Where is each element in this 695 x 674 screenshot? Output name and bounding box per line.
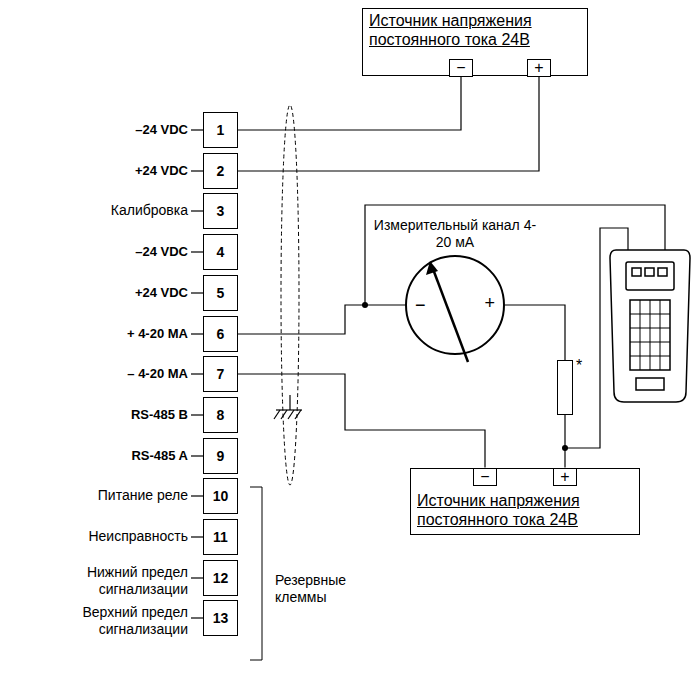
key-grid xyxy=(630,328,670,329)
terminal-box: 12 xyxy=(203,560,238,596)
terminal-box: 9 xyxy=(203,438,238,474)
hart-communicator xyxy=(610,250,690,402)
power-supply: Источник напряжения постоянного тока 24В… xyxy=(362,8,588,76)
label-tick xyxy=(191,251,203,252)
pin-label: RS-485 B xyxy=(131,406,188,423)
label-tick xyxy=(191,495,203,496)
node-text: 12 xyxy=(213,570,229,586)
node-text: 7 xyxy=(217,366,225,382)
wire xyxy=(238,374,485,468)
node-text: 4 xyxy=(217,244,225,260)
pin-label: Верхний предел сигнализации xyxy=(16,604,188,638)
node-text: Источник напряжения постоянного тока 24В xyxy=(363,9,587,49)
key-grid xyxy=(630,314,670,315)
pin-label: RS-485 A xyxy=(131,447,188,464)
terminal-minus: − xyxy=(473,468,497,486)
node-text: − xyxy=(450,60,472,75)
key-grid xyxy=(630,342,670,343)
resistor-symbol: * xyxy=(557,360,573,415)
label-tick xyxy=(191,170,203,171)
needle-head xyxy=(426,261,438,275)
pin-label: +24 VDC xyxy=(135,162,188,179)
node-text: + xyxy=(528,60,550,75)
pin-label: Калибровка xyxy=(111,202,188,219)
bracket xyxy=(250,487,262,660)
terminal-box: 5 xyxy=(203,275,238,311)
terminal-box: 10 xyxy=(203,478,238,514)
key-grid xyxy=(660,300,661,370)
node-text: * xyxy=(576,357,582,375)
node-text: 5 xyxy=(217,285,225,301)
node-text: 11 xyxy=(213,529,228,545)
pin-label: –24 VDC xyxy=(135,243,188,260)
label-tick xyxy=(191,617,203,618)
wire xyxy=(505,305,565,360)
sign-text: + xyxy=(484,293,495,314)
terminal-box: 8 xyxy=(203,397,238,433)
label-tick xyxy=(191,455,203,456)
node-text: − xyxy=(474,469,496,484)
terminal-box: 1 xyxy=(203,112,238,148)
pin-label: Нижний предел сигнализации xyxy=(16,564,188,598)
pin-label: Неисправность xyxy=(88,528,188,545)
pin-label: +24 VDC xyxy=(135,284,188,301)
node-text: Измерительный канал 4-20 мА xyxy=(370,217,540,251)
terminal-box: 11 xyxy=(203,519,238,555)
node-text: 13 xyxy=(213,610,229,626)
node-text: 10 xyxy=(213,488,229,504)
terminal-plus: + xyxy=(553,468,577,486)
label-tick xyxy=(191,577,203,578)
node-text: 6 xyxy=(217,326,225,342)
node-text: + xyxy=(554,469,576,484)
key-grid xyxy=(630,356,670,357)
terminal-box: 4 xyxy=(203,234,238,270)
wire xyxy=(238,77,539,172)
terminal-box: 2 xyxy=(203,153,238,189)
wire xyxy=(238,305,405,334)
group-label: Резервные клеммы xyxy=(275,572,385,606)
key-grid xyxy=(640,300,641,370)
terminal-box: 7 xyxy=(203,356,238,392)
terminal-plus: + xyxy=(527,59,551,77)
power-supply: Источник напряжения постоянного тока 24В… xyxy=(410,468,640,535)
label-tick xyxy=(191,129,203,130)
label-tick xyxy=(191,333,203,334)
key-grid xyxy=(650,300,651,370)
sign-text: − xyxy=(415,295,426,316)
wire xyxy=(564,415,565,468)
label-tick xyxy=(191,373,203,374)
cable-shield xyxy=(281,105,299,485)
label-ticks xyxy=(191,130,203,618)
label-tick xyxy=(191,536,203,537)
terminal-box: 6 xyxy=(203,316,238,352)
node-text: Источник напряжения постоянного тока 24В xyxy=(411,469,639,532)
node-text: 9 xyxy=(217,448,225,464)
node-text: 2 xyxy=(217,163,225,179)
terminal-box: 13 xyxy=(203,600,238,636)
node-text: 8 xyxy=(217,407,225,423)
terminal-minus: − xyxy=(449,59,473,77)
pin-label: –24 VDC xyxy=(135,121,188,138)
pin-label: + 4-20 MA xyxy=(127,325,188,342)
ground-symbol xyxy=(274,395,302,419)
meter-needle xyxy=(433,269,468,362)
terminal-box: 3 xyxy=(203,193,238,229)
node-text: 1 xyxy=(217,122,225,138)
label-tick xyxy=(191,292,203,293)
ammeter: Измерительный канал 4-20 мА−+ xyxy=(405,255,505,355)
label-tick xyxy=(191,414,203,415)
label-tick xyxy=(191,210,203,211)
meter-circle xyxy=(406,256,504,354)
pin-label: Питание реле xyxy=(98,487,188,504)
node-text: 3 xyxy=(217,203,225,219)
pin-label: – 4-20 MA xyxy=(127,365,188,382)
wire xyxy=(238,77,461,131)
